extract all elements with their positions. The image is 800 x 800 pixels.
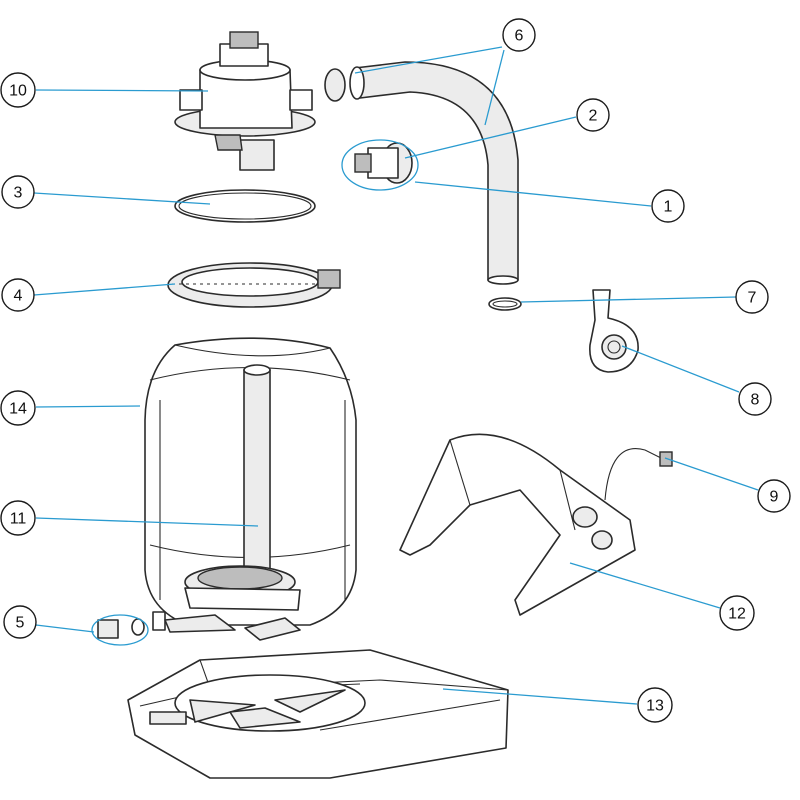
callout-label: 12 bbox=[728, 606, 746, 623]
callout-label: 10 bbox=[9, 83, 27, 100]
callout-4: 4 bbox=[1, 278, 35, 312]
callout-label: 3 bbox=[14, 185, 23, 202]
leader-lines bbox=[33, 46, 759, 705]
pump-elbow-part bbox=[589, 289, 639, 373]
leader-line-1 bbox=[414, 181, 652, 207]
callout-8: 8 bbox=[738, 382, 772, 416]
callout-13: 13 bbox=[637, 687, 673, 723]
leader-line-12 bbox=[569, 562, 721, 609]
fitting-part bbox=[354, 142, 413, 184]
leader-line-14 bbox=[35, 405, 141, 408]
callout-label: 2 bbox=[589, 108, 598, 125]
leader-line-3 bbox=[33, 192, 211, 205]
callout-label: 9 bbox=[770, 489, 779, 506]
leader-line-2 bbox=[404, 116, 577, 159]
leader-line-7 bbox=[520, 296, 737, 303]
callout-11: 11 bbox=[0, 500, 36, 536]
callout-9: 9 bbox=[757, 479, 791, 513]
elbow-pipe-part bbox=[324, 61, 519, 285]
callout-5: 5 bbox=[3, 605, 37, 639]
leader-line-10 bbox=[35, 89, 209, 92]
leader-line-6a bbox=[354, 46, 503, 74]
leader-line-11 bbox=[35, 517, 259, 527]
callout-label: 13 bbox=[646, 698, 664, 715]
callout-2: 2 bbox=[576, 98, 610, 132]
leader-line-4 bbox=[33, 283, 176, 296]
callout-6: 6 bbox=[502, 18, 536, 52]
clamp-ring-part bbox=[167, 262, 341, 308]
callout-14: 14 bbox=[0, 390, 36, 426]
stand-cover-part bbox=[399, 433, 673, 616]
callout-label: 5 bbox=[16, 615, 25, 632]
leader-line-9 bbox=[664, 457, 759, 491]
callout-label: 11 bbox=[10, 511, 27, 528]
leader-line-8 bbox=[621, 345, 740, 393]
hose-clamp-part bbox=[488, 297, 522, 311]
callout-label: 4 bbox=[14, 288, 23, 305]
drain-plug-highlight-ellipse bbox=[91, 614, 149, 646]
leader-line-5 bbox=[35, 624, 95, 633]
callout-3: 3 bbox=[1, 175, 35, 209]
standpipe-part bbox=[164, 364, 301, 641]
callout-label: 14 bbox=[9, 401, 27, 418]
callout-1: 1 bbox=[651, 189, 685, 223]
base-part bbox=[127, 649, 509, 779]
leader-line-13 bbox=[442, 688, 638, 705]
o-ring-part bbox=[174, 189, 316, 223]
callout-10: 10 bbox=[0, 72, 36, 108]
callout-label: 6 bbox=[515, 28, 524, 45]
drain-plug-part bbox=[97, 618, 145, 639]
callout-label: 7 bbox=[748, 290, 757, 307]
callout-label: 1 bbox=[664, 199, 673, 216]
callout-12: 12 bbox=[719, 595, 755, 631]
callout-label: 8 bbox=[751, 392, 760, 409]
leader-line-6b bbox=[484, 49, 505, 126]
fitting-highlight-ellipse bbox=[341, 139, 419, 191]
multiport-valve-part bbox=[174, 31, 316, 171]
callout-7: 7 bbox=[735, 280, 769, 314]
